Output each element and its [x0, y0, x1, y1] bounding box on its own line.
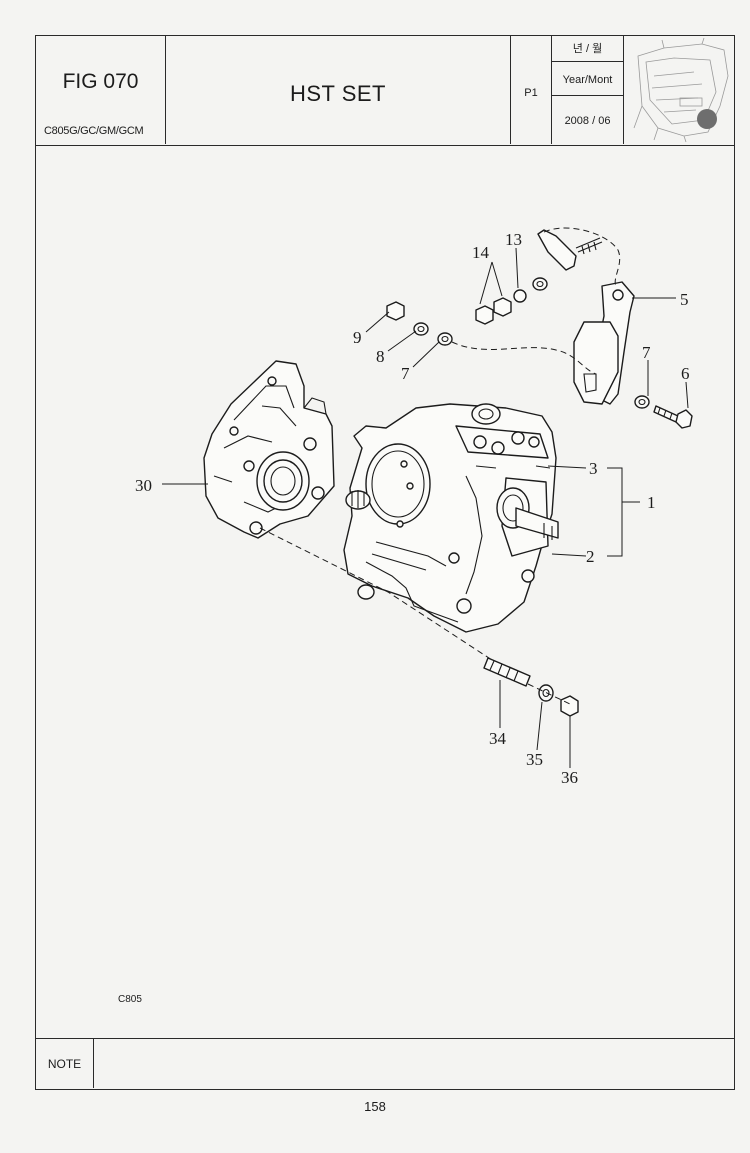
note-row: NOTE	[36, 1038, 734, 1089]
figure-number: FIG 070	[62, 70, 139, 93]
hst-cover-plate	[203, 360, 335, 539]
model-list: C805G/GC/GM/GCM	[44, 125, 144, 137]
callout-6: 6	[681, 364, 690, 383]
callout-3: 3	[589, 459, 598, 478]
hst-pump-body	[343, 403, 559, 633]
callout-9: 9	[353, 328, 362, 347]
machine-thumbnail	[624, 36, 734, 144]
control-bracket	[537, 229, 635, 405]
callout-7-bolt-washer: 7	[642, 343, 651, 362]
callout-14: 14	[472, 243, 490, 262]
page-ref: P1	[524, 87, 538, 99]
callout-34: 34	[489, 729, 507, 748]
fastener-hardware	[386, 277, 693, 717]
date-value: 2008 / 06	[564, 115, 611, 127]
callout-30: 30	[135, 476, 152, 495]
date-cell: 년 / 월 Year/Mont 2008 / 06	[552, 36, 624, 144]
sheet-frame: FIG 070 C805G/GC/GM/GCM HST SET P1 년 / 월…	[35, 35, 735, 1090]
page-number: 158	[364, 1099, 386, 1114]
page-title: HST SET	[289, 81, 386, 106]
page-ref-cell: P1	[511, 36, 552, 144]
callout-36: 36	[561, 768, 578, 787]
callout-13: 13	[505, 230, 522, 249]
combine-harvester-image	[633, 37, 729, 143]
date-label-korean: 년 / 월	[552, 36, 623, 62]
callout-2: 2	[586, 547, 595, 566]
note-label: NOTE	[36, 1039, 94, 1088]
drawing-code: C805	[118, 994, 142, 1005]
title-cell: HST SET	[166, 36, 511, 144]
callout-7-washer: 7	[401, 364, 410, 383]
date-label: Year/Mont	[552, 62, 623, 96]
callout-1: 1	[647, 493, 656, 512]
fig-cell: FIG 070 C805G/GC/GM/GCM	[36, 36, 166, 144]
brand-seal	[697, 109, 717, 129]
callout-8: 8	[376, 347, 385, 366]
callout-35: 35	[526, 750, 543, 769]
callout-5: 5	[680, 290, 689, 309]
leader-lines	[162, 247, 689, 768]
title-block: FIG 070 C805G/GC/GM/GCM HST SET P1 년 / 월…	[36, 36, 734, 146]
hst-exploded-diagram: 9 8 7 14 13 5 7 6 30 3 1 2 34 35 36	[135, 227, 693, 787]
